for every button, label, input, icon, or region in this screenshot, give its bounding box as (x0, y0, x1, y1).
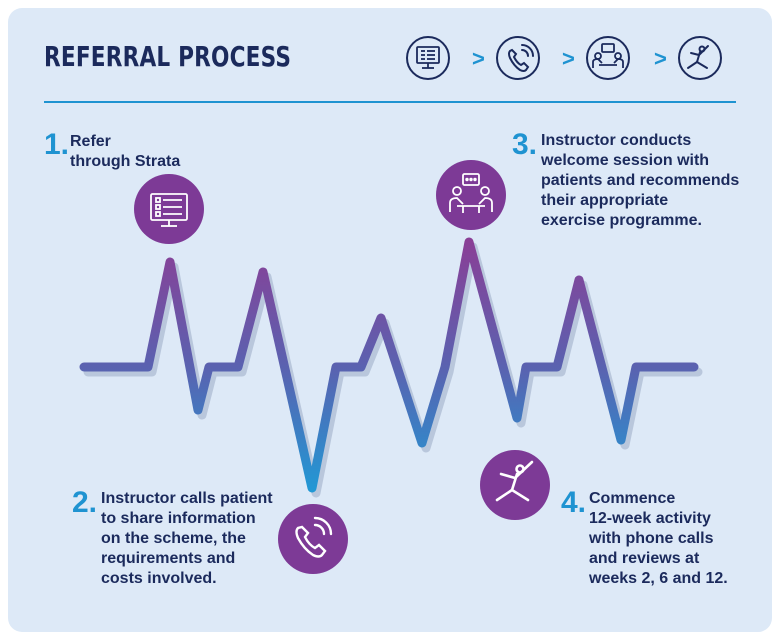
step-4-exercise-pose-icon (495, 460, 534, 502)
header-phone-call-icon (496, 36, 540, 80)
step-1-number: 1. (44, 128, 70, 161)
step-3-number: 3. (512, 128, 538, 161)
header-divider (44, 101, 736, 103)
step-3-icon-disc (436, 160, 506, 230)
step-3-meeting-icon (449, 173, 493, 213)
page-title: REFERRAL PROCESS (44, 40, 292, 73)
referral-card (8, 8, 772, 632)
step-1-text: Refer through Strata (70, 133, 181, 170)
exercise-pose-icon (687, 45, 709, 69)
step-2-icon-disc (278, 504, 348, 574)
step-1-computer-checklist-icon (150, 193, 188, 227)
chevron-right-icon: > (472, 46, 485, 71)
header-exercise-pose-icon (678, 36, 722, 80)
step-4-icon-disc (480, 450, 550, 520)
step-2-text: Instructor calls patient to share inform… (101, 490, 273, 587)
step-4-number: 4. (561, 486, 587, 519)
step-4-text: Commence 12-week activity with phone cal… (589, 490, 728, 587)
step-1-icon-disc (134, 174, 204, 244)
step-2-number: 2. (72, 486, 98, 519)
computer-checklist-icon (416, 46, 440, 69)
header-meeting-icon (586, 36, 630, 80)
step-2-phone-call-icon (295, 516, 333, 558)
chevron-right-icon: > (654, 46, 667, 71)
chevron-right-icon: > (562, 46, 575, 71)
heartbeat-line (79, 237, 699, 493)
step-3-text: Instructor conducts welcome session with… (541, 132, 740, 229)
phone-call-icon (508, 44, 534, 72)
meeting-icon (592, 43, 624, 68)
header-computer-checklist-icon (406, 36, 450, 80)
